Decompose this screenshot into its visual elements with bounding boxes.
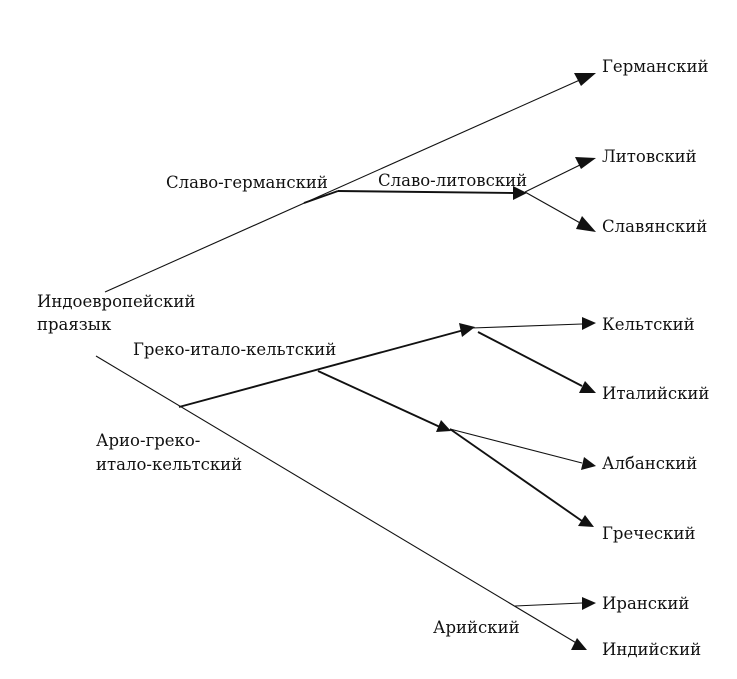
label-ario-line1: Арио-греко- xyxy=(96,431,200,450)
edge-branch-to-slavo-lithuanian xyxy=(303,190,339,204)
arrowhead-iranian xyxy=(582,597,596,610)
edge-to-albanian xyxy=(449,428,583,464)
tree-edges xyxy=(95,78,583,645)
label-aryan: Арийский xyxy=(433,618,520,637)
label-indian: Индийский xyxy=(602,640,701,659)
arrowhead-slavic xyxy=(576,216,596,232)
node-labels: Германский Славо-германский Славо-литовс… xyxy=(37,57,709,659)
label-lithuanian: Литовский xyxy=(602,147,697,166)
edge-to-greek xyxy=(449,428,583,522)
arrowhead-germanic xyxy=(574,73,596,86)
label-slavo-germanic: Славо-германский xyxy=(166,173,328,192)
arrowheads xyxy=(436,73,596,650)
label-greek: Греческий xyxy=(602,524,695,543)
arrowhead-celtic xyxy=(582,317,596,330)
label-root-line1: Индоевропейский xyxy=(37,292,195,311)
edge-root-to-aryan xyxy=(95,355,579,645)
label-ario-line2: итало-кельтский xyxy=(96,455,242,474)
label-celtic: Кельтский xyxy=(602,315,695,334)
edge-to-iranian xyxy=(514,602,583,607)
edge-to-italic xyxy=(477,331,583,387)
edge-to-albanian-greek-node xyxy=(317,370,441,428)
edge-to-celtic xyxy=(471,323,583,329)
arrowhead-albanian xyxy=(581,457,596,470)
label-root-line2: праязык xyxy=(37,315,112,334)
edge-to-slavic xyxy=(524,191,583,225)
label-slavic: Славянский xyxy=(602,217,707,236)
label-iranian: Иранский xyxy=(602,594,689,613)
label-slavo-lithuanian: Славо-литовский xyxy=(378,171,527,190)
arrowhead-albanian-greek-node xyxy=(436,420,451,432)
label-greco-italo-celtic: Греко-итало-кельтский xyxy=(133,340,336,359)
arrowhead-lithuanian xyxy=(575,157,596,169)
arrowhead-indian xyxy=(571,638,587,650)
arrowhead-greco-italo-celtic-node xyxy=(459,323,475,337)
edge-slavo-lithuanian-node xyxy=(337,190,515,194)
edge-ario-to-greco-italo-celtic xyxy=(178,329,465,408)
label-italic: Италийский xyxy=(602,384,709,403)
edge-root-to-germanic xyxy=(104,78,583,293)
arrowhead-slavo-lithuanian-node xyxy=(513,186,527,200)
label-germanic: Германский xyxy=(602,57,708,76)
arrowhead-italic xyxy=(579,381,596,393)
arrowhead-greek xyxy=(578,515,594,527)
label-albanian: Албанский xyxy=(602,454,697,473)
edge-to-lithuanian xyxy=(524,163,583,193)
